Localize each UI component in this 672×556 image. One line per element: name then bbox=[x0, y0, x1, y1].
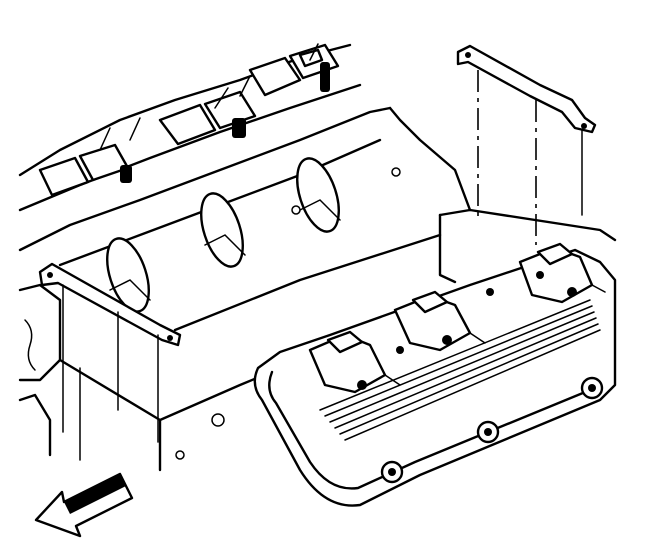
cylinder-head-left bbox=[18, 106, 472, 332]
bracket-guide-lines-left bbox=[62, 284, 159, 461]
intake-port bbox=[200, 192, 244, 268]
valve-cover-right bbox=[253, 208, 617, 507]
injector-body bbox=[120, 165, 132, 183]
coil-bracket-left bbox=[38, 262, 182, 347]
ignition-coils-right bbox=[308, 242, 606, 394]
engine-block-left bbox=[18, 283, 302, 472]
intake-port bbox=[106, 237, 150, 313]
intake-port bbox=[296, 157, 340, 233]
injector-body bbox=[232, 118, 246, 138]
injector-body bbox=[320, 62, 330, 92]
fuel-injector-rail-assembly bbox=[18, 43, 362, 212]
direction-arrow-icon bbox=[34, 472, 134, 538]
coil-bracket-right bbox=[456, 44, 597, 134]
